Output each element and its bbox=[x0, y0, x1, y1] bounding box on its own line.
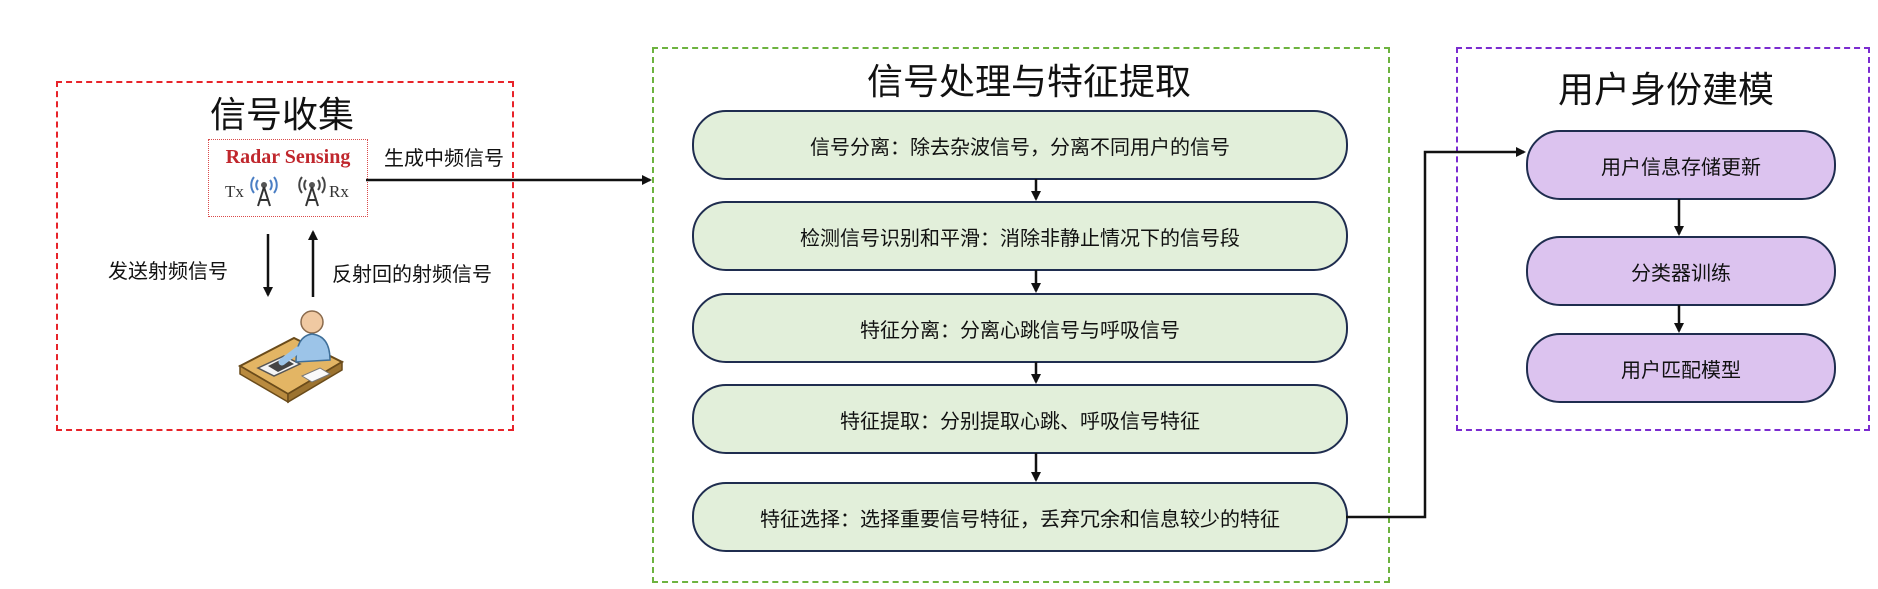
process-step-label: 信号分离：除去杂波信号，分离不同用户的信号 bbox=[810, 134, 1230, 159]
rx-antenna-icon bbox=[298, 176, 326, 207]
model-step-classifier-training: 分类器训练 bbox=[1526, 236, 1836, 306]
process-step-feature-separation: 特征分离：分离心跳信号与呼吸信号 bbox=[692, 293, 1348, 363]
generate-if-label: 生成中频信号 bbox=[384, 146, 504, 170]
process-step-label: 特征提取：分别提取心跳、呼吸信号特征 bbox=[840, 408, 1200, 433]
radar-sensing-title: Radar Sensing bbox=[225, 146, 351, 168]
process-step-signal-separation: 信号分离：除去杂波信号，分离不同用户的信号 bbox=[692, 110, 1348, 180]
processing-title: 信号处理与特征提取 bbox=[867, 62, 1192, 103]
model-step-user-matching: 用户匹配模型 bbox=[1526, 333, 1836, 403]
model-step-label: 分类器训练 bbox=[1631, 260, 1731, 285]
radar-sensing-box: Radar Sensing Tx Rx bbox=[208, 139, 368, 217]
model-step-label: 用户信息存储更新 bbox=[1601, 154, 1761, 179]
process-step-label: 特征选择：选择重要信号特征，丢弃冗余和信息较少的特征 bbox=[760, 506, 1280, 531]
process-step-label: 特征分离：分离心跳信号与呼吸信号 bbox=[860, 317, 1180, 342]
tx-antenna-icon bbox=[250, 176, 278, 207]
signal-collection-box bbox=[56, 81, 514, 431]
send-rf-label: 发送射频信号 bbox=[108, 259, 228, 283]
signal-collection-title: 信号收集 bbox=[210, 95, 355, 136]
process-step-detection-smoothing: 检测信号识别和平滑：消除非静止情况下的信号段 bbox=[692, 201, 1348, 271]
modeling-title: 用户身份建模 bbox=[1558, 70, 1775, 111]
reflect-rf-label: 反射回的射频信号 bbox=[332, 262, 492, 286]
model-step-label: 用户匹配模型 bbox=[1621, 357, 1741, 382]
modeling-box bbox=[1456, 47, 1870, 431]
person-at-desk-icon bbox=[237, 310, 345, 404]
process-step-feature-extraction: 特征提取：分别提取心跳、呼吸信号特征 bbox=[692, 384, 1348, 454]
tx-label: Tx bbox=[225, 182, 244, 201]
processing-box bbox=[652, 47, 1390, 583]
rx-label: Rx bbox=[329, 182, 349, 201]
process-step-feature-selection: 特征选择：选择重要信号特征，丢弃冗余和信息较少的特征 bbox=[692, 482, 1348, 552]
process-step-label: 检测信号识别和平滑：消除非静止情况下的信号段 bbox=[800, 225, 1240, 250]
model-step-user-info-update: 用户信息存储更新 bbox=[1526, 130, 1836, 200]
arrow-to-modeling bbox=[1346, 147, 1526, 519]
